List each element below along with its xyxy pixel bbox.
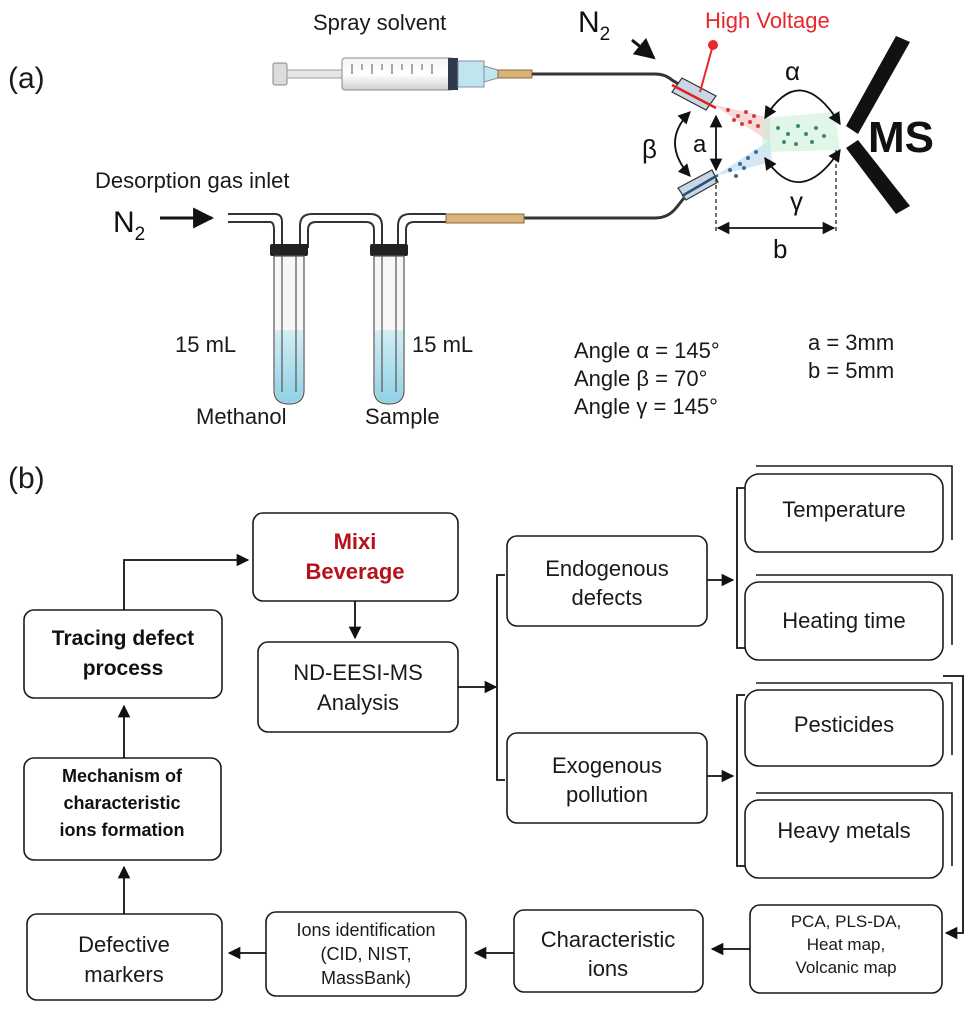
endogenous-box: Endogenous defects <box>506 535 708 627</box>
heavy-metals-label: Heavy metals <box>777 818 910 843</box>
pesticides-box: Pesticides <box>744 682 953 767</box>
mixi-line1: Mixi <box>334 529 377 554</box>
syringe-plunger-rod <box>286 69 343 79</box>
stats-box: PCA, PLS-DA, Heat map, Volcanic map <box>749 904 943 994</box>
char-line2: ions <box>588 956 628 981</box>
panel-b: (b) Mixi Beverage ND-EESI-MS Analysis En… <box>8 462 964 1001</box>
mechanism-box: Mechanism of characteristic ions formati… <box>23 757 222 861</box>
defective-line2: markers <box>84 962 163 987</box>
desorption-gas-label: Desorption gas inlet <box>95 168 289 193</box>
distance-b-symbol: b <box>773 234 787 264</box>
defective-markers-box: Defective markers <box>26 913 223 1001</box>
n2-top-arrow <box>631 37 656 60</box>
stats-line1: PCA, PLS-DA, <box>791 912 902 931</box>
mixi-line2: Beverage <box>305 559 404 584</box>
mech-line3: ions formation <box>60 820 185 840</box>
nd-eesi-ms-box: ND-EESI-MS Analysis <box>257 641 459 733</box>
heating-time-label: Heating time <box>782 608 906 633</box>
gas-tubing-connector <box>445 213 525 224</box>
gas-tubing <box>228 197 686 248</box>
panel-a-label: (a) <box>8 62 45 95</box>
methanol-tube <box>270 244 308 405</box>
top-emitter <box>671 77 717 111</box>
temperature-box: Temperature <box>744 465 953 553</box>
exo-line2: pollution <box>566 782 648 807</box>
ions-line1: Ions identification <box>296 920 435 940</box>
defective-line1: Defective <box>78 932 170 957</box>
angle-alpha-value: Angle α = 145° <box>574 338 720 363</box>
panel-a: (a) Spray solvent N2 <box>8 6 934 429</box>
exo-line1: Exogenous <box>552 753 662 778</box>
bottom-emitter <box>677 169 719 201</box>
angle-alpha-arc <box>764 89 841 126</box>
temperature-label: Temperature <box>782 497 906 522</box>
tracing-defect-box: Tracing defect process <box>23 609 223 699</box>
n2-top-label: N2 <box>578 6 610 45</box>
nd-line2: Analysis <box>317 690 399 715</box>
stats-line2: Heat map, <box>807 935 885 954</box>
beta-symbol: β <box>642 134 657 164</box>
b-value: b = 5mm <box>808 358 894 383</box>
high-voltage-label: High Voltage <box>705 8 830 33</box>
mech-line2: characteristic <box>63 793 180 813</box>
sample-volume-label: 15 mL <box>412 332 473 357</box>
characteristic-ions-box: Characteristic ions <box>513 909 704 993</box>
gamma-symbol: γ <box>790 186 803 216</box>
ions-line3: MassBank) <box>321 968 411 988</box>
syringe <box>272 57 689 92</box>
arrow-to-stats <box>943 675 964 940</box>
angle-gamma-value: Angle γ = 145° <box>574 394 718 419</box>
n2-left-label: N2 <box>113 206 145 245</box>
mixi-beverage-box: Mixi Beverage <box>252 512 459 602</box>
ions-line2: (CID, NIST, <box>320 944 411 964</box>
pesticides-label: Pesticides <box>794 712 894 737</box>
endo-line1: Endogenous <box>545 556 669 581</box>
angle-beta-arc <box>674 111 691 177</box>
heating-time-box: Heating time <box>744 574 953 661</box>
syringe-scale <box>351 64 433 74</box>
arrow-tracing-to-mixi <box>123 553 250 610</box>
exo-bracket <box>736 694 745 867</box>
methanol-label: Methanol <box>196 404 287 429</box>
endo-bracket <box>736 487 745 649</box>
tracing-line2: process <box>83 657 164 680</box>
panel-b-label: (b) <box>8 462 45 495</box>
spray-solvent-label: Spray solvent <box>313 10 446 35</box>
spray-plume <box>712 104 840 178</box>
distance-a-symbol: a <box>693 131 707 158</box>
high-voltage-wire <box>699 44 714 93</box>
angle-gamma-arc <box>764 148 841 184</box>
syringe-plunger-cap <box>272 62 288 86</box>
stats-line3: Volcanic map <box>795 958 896 977</box>
tracing-line1: Tracing defect <box>52 627 194 650</box>
ms-inlet <box>846 36 910 214</box>
mech-line1: Mechanism of <box>62 766 183 786</box>
endo-line2: defects <box>572 585 643 610</box>
syringe-plunger-tip <box>448 58 458 90</box>
ms-label: MS <box>868 113 934 162</box>
alpha-symbol: α <box>785 56 800 86</box>
ions-identification-box: Ions identification (CID, NIST, MassBank… <box>265 911 467 997</box>
exogenous-box: Exogenous pollution <box>506 732 708 824</box>
angle-beta-value: Angle β = 70° <box>574 366 707 391</box>
nd-line1: ND-EESI-MS <box>293 660 423 685</box>
syringe-tubing-connector <box>497 69 533 79</box>
syringe-barrel <box>341 57 455 91</box>
a-value: a = 3mm <box>808 330 894 355</box>
syringe-liquid <box>457 60 485 88</box>
sample-tube <box>370 244 408 405</box>
heavy-metals-box: Heavy metals <box>744 792 953 879</box>
char-line1: Characteristic <box>541 927 675 952</box>
sample-label: Sample <box>365 404 440 429</box>
methanol-volume-label: 15 mL <box>175 332 236 357</box>
branch-bracket-1 <box>496 574 505 781</box>
